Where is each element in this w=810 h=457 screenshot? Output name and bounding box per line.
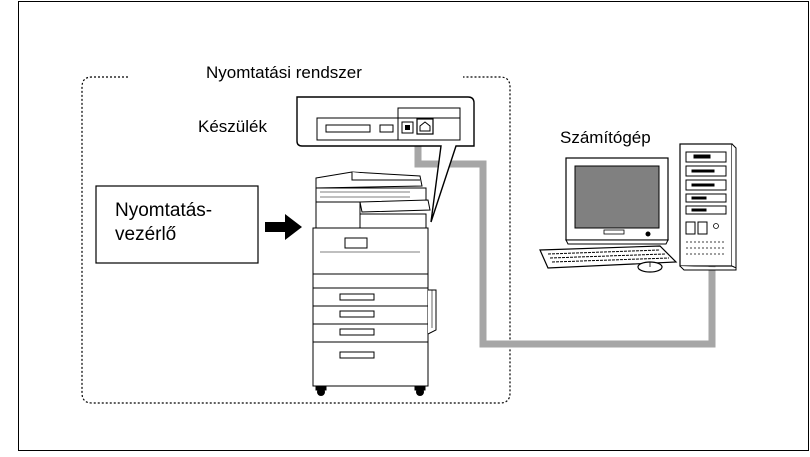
network-cable (414, 142, 716, 348)
arrow-right-icon (265, 214, 302, 240)
network-port-icon (401, 118, 434, 135)
controller-label: Nyomtatás- vezérlő (115, 199, 212, 247)
computer-label: Számítógép (560, 128, 651, 147)
device-callout (296, 96, 475, 223)
printing-system-boundary (81, 76, 511, 404)
printer-device-icon (312, 171, 437, 396)
controller-label-line1: Nyomtatás- (115, 200, 213, 221)
controller-label-line2: vezérlő (115, 224, 177, 245)
mouse-icon (637, 261, 663, 273)
keyboard-icon (539, 245, 678, 269)
printing-system-label: Nyomtatási rendszer (206, 63, 362, 82)
controller-box (95, 185, 259, 264)
computer-tower-icon (679, 143, 737, 271)
device-label: Készülék (198, 117, 267, 136)
monitor-icon (565, 157, 669, 245)
